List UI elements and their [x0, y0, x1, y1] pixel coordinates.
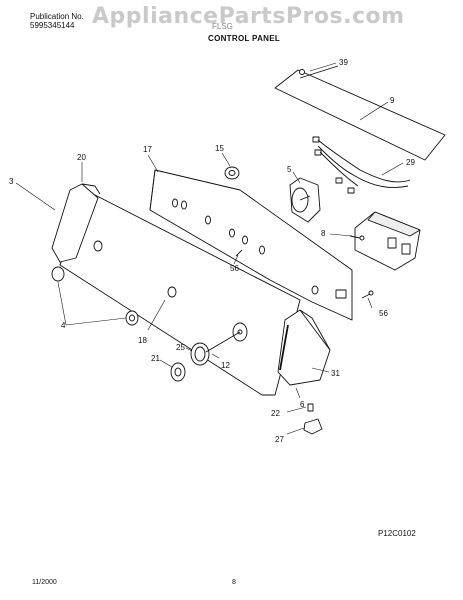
part-4-knob	[125, 310, 139, 326]
footer-date: 11/2000	[32, 579, 57, 586]
watermark: AppliancePartsPros.com	[92, 4, 405, 29]
callout-27: 27	[275, 435, 284, 444]
leader-lines	[15, 62, 404, 435]
part-56-screw-a	[235, 249, 243, 257]
part-12-shaft	[205, 331, 241, 353]
callout-31: 31	[331, 369, 340, 378]
part-8-timer	[349, 211, 421, 271]
part-15-knob	[224, 166, 240, 180]
callout-29: 29	[406, 158, 415, 167]
callout-56-b: 56	[379, 309, 388, 318]
plate-id: P12C0102	[378, 529, 416, 538]
part-27-holder	[303, 418, 323, 435]
callout-8: 8	[321, 229, 326, 238]
callout-18: 18	[138, 336, 147, 345]
part-31-right-end-cap	[277, 309, 331, 386]
callout-3: 3	[9, 177, 14, 186]
callout-21: 21	[151, 354, 160, 363]
publication-label: Publication No.	[30, 12, 84, 21]
callout-4: 4	[61, 321, 66, 330]
part-9-rear-panel	[274, 65, 446, 161]
callout-25: 25	[176, 343, 185, 352]
callout-17: 17	[143, 145, 152, 154]
callout-56-a: 56	[230, 264, 239, 273]
part-17-control-panel	[149, 169, 353, 321]
part-29-wire-harness	[312, 136, 411, 194]
callout-20: 20	[77, 153, 86, 162]
part-56-screw-b	[361, 290, 374, 299]
part-25-dial-ring	[190, 342, 210, 366]
callout-22: 22	[271, 409, 280, 418]
model-number: FLSG	[212, 22, 233, 31]
callout-12: 12	[221, 361, 230, 370]
callout-6: 6	[300, 400, 305, 409]
publication-block: Publication No. 5995345144	[30, 12, 84, 30]
section-title: CONTROL PANEL	[208, 34, 281, 43]
part-5-switch	[289, 177, 321, 223]
callout-9: 9	[390, 96, 395, 105]
callout-5: 5	[287, 165, 292, 174]
page-number: 8	[232, 579, 236, 586]
callout-15: 15	[215, 144, 224, 153]
part-22-lamp	[307, 403, 314, 412]
part-20-left-end-cap	[51, 183, 101, 282]
publication-number: 5995345144	[30, 21, 75, 30]
callout-39: 39	[339, 58, 348, 67]
part-21-timer-knob	[170, 362, 186, 382]
